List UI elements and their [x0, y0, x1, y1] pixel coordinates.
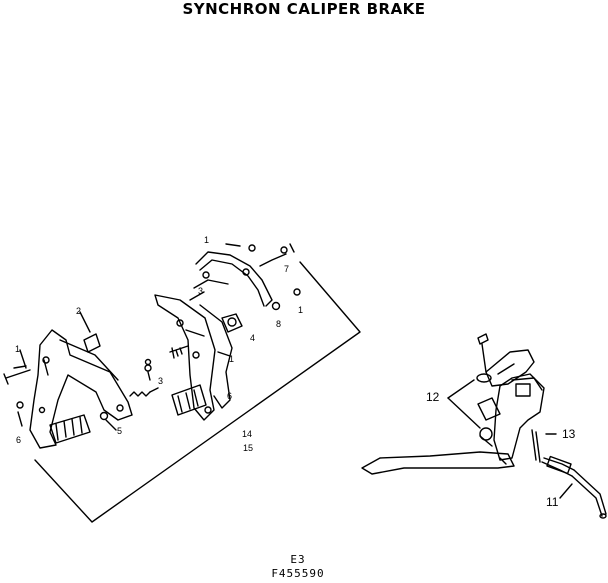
part-3-spring [129, 391, 151, 397]
callout-11: 11 [546, 495, 559, 509]
callout-1-top: 1 [204, 235, 209, 245]
callout-15: 15 [243, 443, 253, 453]
callout-1-right: 1 [298, 305, 303, 315]
callout-4: 4 [250, 333, 255, 343]
left-brake-pad [49, 414, 91, 444]
assembly-bracket-line [34, 261, 361, 523]
callout-1-left: 1 [15, 344, 20, 354]
upper-cable-arm [193, 251, 273, 307]
brake-lever-assembly [361, 333, 607, 519]
callout-1-center: 1 [229, 354, 234, 364]
callout-14: 14 [242, 429, 252, 439]
part-number: F455590 [271, 567, 325, 580]
right-nut [271, 301, 281, 311]
right-brake-pad [171, 384, 207, 416]
callout-6-right: 6 [227, 391, 232, 401]
left-caliper-arm [29, 329, 133, 449]
left-bolt [3, 365, 31, 385]
part-2-plate [83, 333, 101, 353]
figure-code: E3 [290, 553, 306, 566]
upper-adjuster [248, 243, 295, 267]
callout-13: 13 [562, 427, 576, 441]
part-5-screw [99, 411, 109, 421]
center-bolt [169, 345, 189, 359]
callout-5: 5 [117, 426, 122, 436]
left-washer [16, 401, 24, 427]
left-bolt-leader [19, 349, 27, 369]
callout-2: 2 [76, 306, 81, 316]
right-washer [293, 288, 301, 296]
callout-12: 12 [426, 390, 440, 404]
right-caliper-arm [154, 294, 233, 421]
page-title: SYNCHRON CALIPER BRAKE [182, 0, 426, 18]
callout-3-upper: 3 [198, 286, 203, 296]
callout-6-left: 6 [16, 435, 21, 445]
callout-8: 8 [276, 319, 281, 329]
pivot-assembly [176, 313, 243, 333]
callout-7: 7 [284, 264, 289, 274]
callout-3-lower: 3 [158, 376, 163, 386]
